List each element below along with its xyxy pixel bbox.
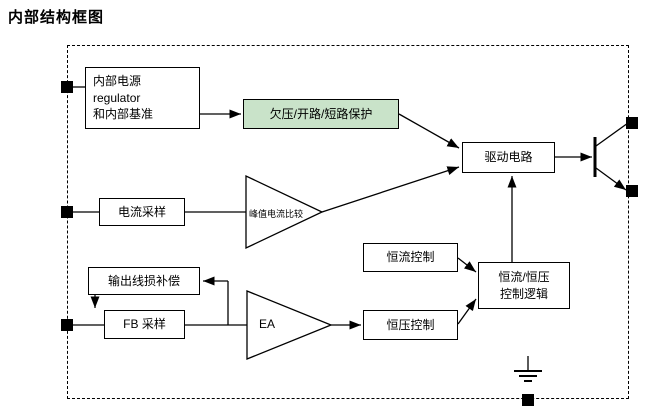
error-amp-label: EA: [259, 317, 276, 331]
chip-boundary: [67, 45, 629, 399]
fb-sample-box: FB 采样: [104, 310, 185, 339]
cc-cv-logic-line1: 恒流/恒压: [498, 269, 550, 284]
pin-right-top: [626, 117, 638, 129]
cc-cv-logic-line2: 控制逻辑: [499, 286, 548, 301]
pin-bottom-ground: [522, 394, 534, 406]
regulator-line1: 内部电源: [93, 73, 142, 88]
connector-protection-drive: [398, 113, 460, 149]
pin-right-bottom: [626, 185, 638, 197]
pin-left-top: [61, 81, 73, 93]
drive-box: 驱动电路: [462, 142, 555, 173]
regulator-line3: 和内部基准: [93, 107, 154, 122]
protection-label: 欠压/开路/短路保护: [269, 106, 373, 121]
fb-sample-label: FB 采样: [123, 317, 166, 332]
connector-cv-logic: [457, 298, 477, 325]
cv-control-label: 恒压控制: [386, 317, 435, 332]
connector-cc-logic: [457, 257, 477, 273]
cc-control-label: 恒流控制: [386, 250, 435, 265]
cv-control-box: 恒压控制: [363, 310, 458, 340]
protection-box: 欠压/开路/短路保护: [243, 99, 399, 129]
peak-comparator-label: 峰值电流比较: [249, 209, 304, 219]
cc-control-box: 恒流控制: [363, 243, 458, 272]
diagram-title: 内部结构框图: [8, 9, 105, 26]
connector-comparator-drive: [321, 166, 460, 213]
line-loss-comp-box: 输出线损补偿: [88, 267, 200, 295]
regulator-box: 内部电源 regulator 和内部基准: [85, 67, 200, 129]
drive-label: 驱动电路: [484, 150, 533, 165]
pin-left-middle: [61, 206, 73, 218]
transistor-emitter: [595, 167, 627, 191]
line-loss-comp-label: 输出线损补偿: [107, 273, 180, 288]
current-sample-label: 电流采样: [117, 204, 166, 219]
transistor-collector: [595, 122, 629, 147]
pin-left-bottom: [61, 319, 73, 331]
current-sample-box: 电流采样: [99, 198, 185, 226]
cc-cv-logic-box: 恒流/恒压 控制逻辑: [478, 262, 570, 309]
regulator-line2: regulator: [93, 90, 141, 105]
